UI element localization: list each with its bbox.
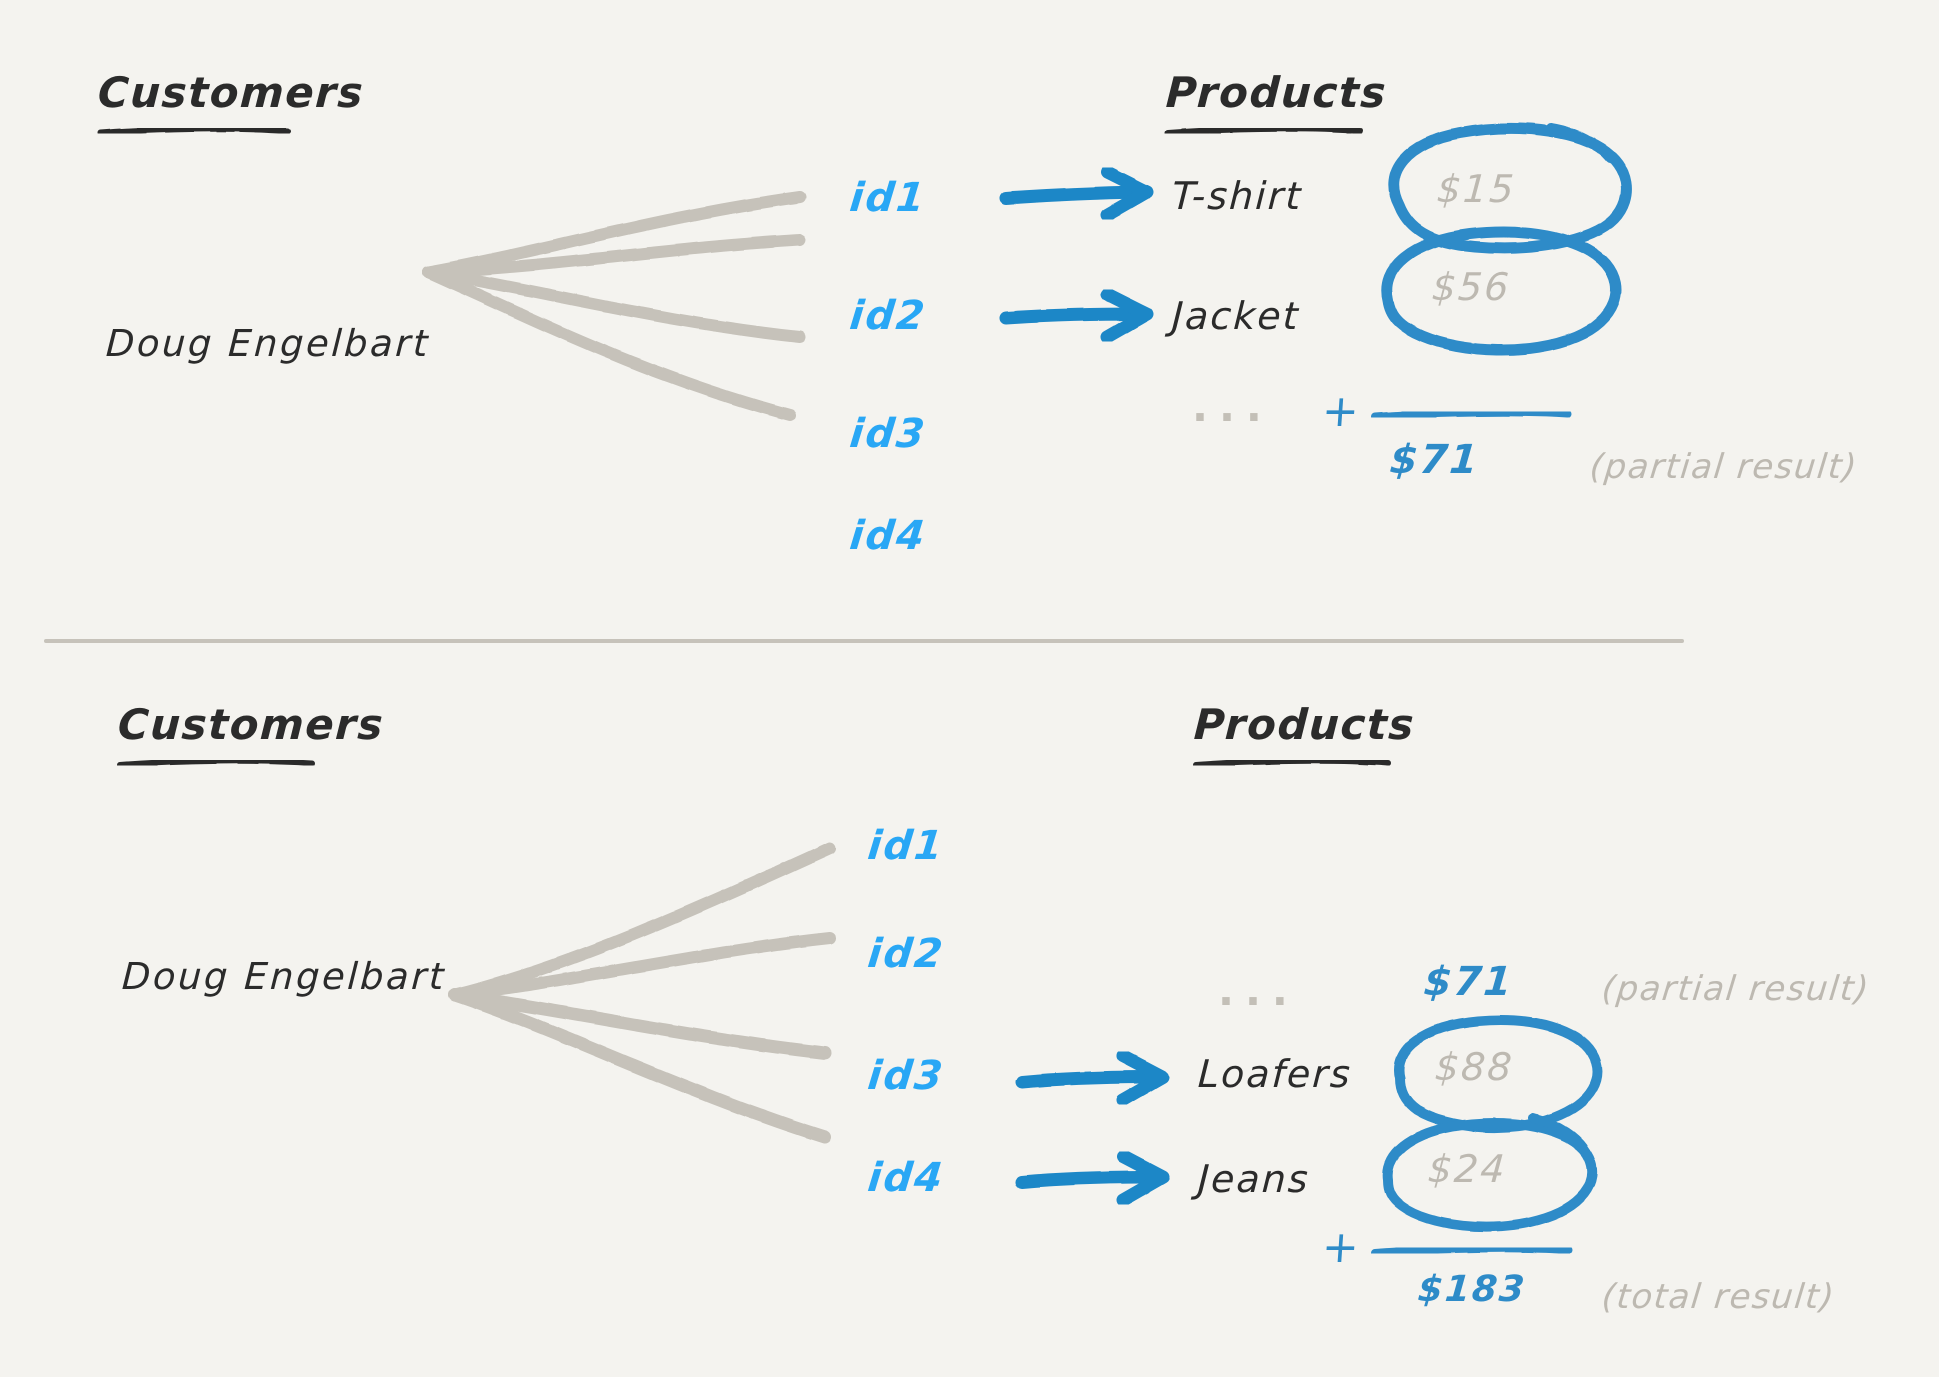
lower-id-label-1: id1: [865, 823, 947, 869]
lower-price-2: $24: [1426, 1147, 1509, 1191]
upper-arrow-id2: [999, 287, 1154, 344]
upper-sum-note: (partial result): [1587, 447, 1860, 487]
upper-price-2: $56: [1430, 265, 1513, 309]
lower-customer-name: Doug Engelbart: [120, 955, 448, 998]
lower-arrow-id3: [1015, 1049, 1170, 1107]
upper-sum-rule: [1371, 408, 1572, 421]
lower-sum-rule: [1371, 1244, 1572, 1257]
upper-customers-heading: Customers: [96, 68, 366, 117]
upper-arrow-id1: [999, 165, 1154, 222]
lower-carried-ellipsis: ...: [1218, 966, 1299, 1015]
lower-sum-note: (total result): [1599, 1277, 1838, 1317]
lower-sum-value: $183: [1416, 1269, 1529, 1310]
lower-carried-note: (partial result): [1599, 969, 1872, 1009]
upper-id-label-1: id1: [847, 175, 929, 221]
lower-arrow-id4: [1015, 1149, 1170, 1207]
lower-fan-lines: [448, 842, 836, 1144]
upper-products-heading: Products: [1164, 68, 1389, 117]
lower-products-heading: Products: [1192, 700, 1417, 749]
upper-price-1: $15: [1435, 167, 1518, 211]
upper-customer-name: Doug Engelbart: [104, 322, 432, 365]
lower-id-label-3: id3: [865, 1053, 947, 1099]
lower-plus-sign: +: [1320, 1222, 1361, 1273]
upper-product-name-1: T-shirt: [1170, 174, 1304, 218]
upper-fan-lines: [422, 191, 806, 421]
lower-product-name-2: Jeans: [1196, 1157, 1311, 1201]
upper-sum-value: $71: [1387, 437, 1482, 483]
upper-id-label-3: id3: [847, 411, 929, 457]
upper-plus-sign: +: [1320, 386, 1361, 437]
upper-ellipsis: ...: [1192, 382, 1273, 431]
lower-product-name-1: Loafers: [1196, 1052, 1354, 1096]
lower-customers-heading: Customers: [116, 700, 386, 749]
lower-id-label-2: id2: [865, 931, 947, 977]
lower-carried-value: $71: [1421, 959, 1516, 1005]
lower-price-1: $88: [1433, 1045, 1516, 1089]
upper-product-name-2: Jacket: [1170, 294, 1301, 338]
upper-id-label-4: id4: [847, 513, 929, 559]
lower-id-label-4: id4: [865, 1155, 947, 1201]
upper-id-label-2: id2: [847, 293, 929, 339]
